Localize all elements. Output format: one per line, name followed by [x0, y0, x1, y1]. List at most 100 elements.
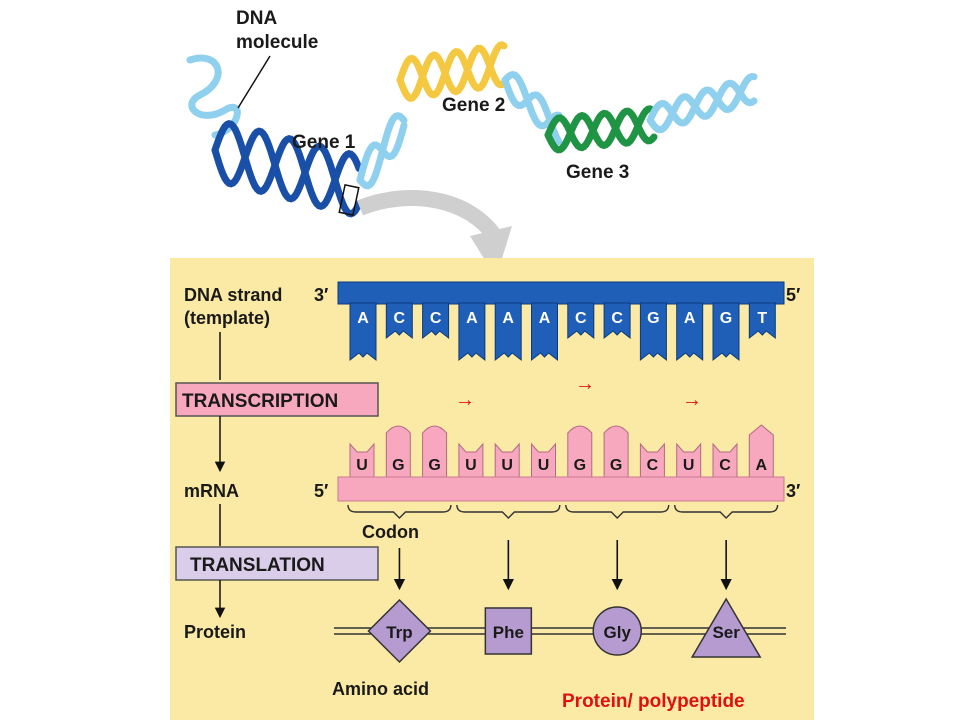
- dna-molecule-label-line1: DNA: [236, 8, 277, 29]
- dna-base-8: [603, 302, 631, 340]
- amino-acid-ser-label: Ser: [712, 623, 740, 642]
- transcription-arrows: → → →: [455, 373, 702, 411]
- dna-base-letter-4: A: [466, 310, 478, 327]
- gene2-strand-a: [396, 44, 508, 102]
- dna-base-letter-10: A: [684, 310, 696, 327]
- gene1-label: Gene 1: [292, 132, 356, 153]
- zoom-arrow-shaft: [357, 190, 503, 243]
- protein-polypeptide-label: Protein/ polypeptide: [562, 691, 745, 712]
- dna-base-9: [639, 302, 667, 362]
- dna-backbone: [337, 281, 785, 305]
- dna-base-6: [531, 302, 558, 362]
- mrna-base-3: [422, 425, 448, 479]
- mrna-base-letter-12: A: [756, 457, 768, 474]
- mrna-base-letter-3: G: [428, 457, 440, 474]
- dna-base-3: [422, 302, 450, 340]
- amino-acid-gly-label: Gly: [604, 623, 632, 642]
- gene2-strand-b: [396, 41, 508, 99]
- red-arrow-1: →: [455, 389, 475, 411]
- transcription-label: TRANSCRIPTION: [182, 391, 338, 412]
- mrna-base-letter-8: G: [610, 457, 622, 474]
- mrna-base-letter-11: C: [719, 457, 731, 474]
- amino-acids: Trp Phe Gly Ser: [367, 597, 762, 664]
- dna-base-1: [349, 302, 377, 362]
- mrna-backbone: [337, 476, 785, 502]
- translation-box: [175, 546, 379, 581]
- dna-tail-strand: [186, 54, 241, 139]
- codon-bracket-2: [456, 504, 561, 519]
- amino-acid-phe-label: Phe: [493, 623, 524, 642]
- mrna-label: mRNA: [184, 481, 239, 501]
- dna-strand-label-line2: (template): [184, 308, 270, 328]
- dna-base-letter-3: C: [430, 310, 442, 327]
- dna-base-10: [676, 302, 704, 362]
- dna-base-7: [567, 302, 595, 340]
- mrna-base-letter-2: G: [392, 457, 404, 474]
- dna-base-letter-1: A: [357, 310, 369, 327]
- right-tail-strand-a: [646, 79, 758, 134]
- dna-base-2: [385, 302, 413, 340]
- dna-base-letter-7: C: [575, 310, 587, 327]
- mrna-base-letter-10: U: [683, 457, 695, 474]
- protein-label: Protein: [184, 622, 246, 642]
- dna-molecule-overview: DNA molecule Gene 1 Gene 2 Gene 3: [186, 8, 758, 278]
- dna-molecule-pointer-line: [237, 55, 271, 109]
- mrna-base-letter-9: C: [647, 457, 659, 474]
- gene3-strand-b: [544, 105, 658, 152]
- red-arrow-3: →: [682, 389, 702, 411]
- dna-base-letter-11: G: [720, 310, 732, 327]
- mrna-strand: U G G U U U G G C U C A 5′ 3′: [314, 424, 800, 502]
- mrna-base-letter-4: U: [465, 457, 477, 474]
- mrna-base-letter-7: G: [574, 457, 586, 474]
- zoom-selection-box: [338, 183, 360, 217]
- gene3-label: Gene 3: [566, 162, 629, 183]
- mrna-base-letter-1: U: [356, 457, 368, 474]
- dna-base-letter-9: G: [647, 310, 659, 327]
- right-tail-strand-b: [646, 72, 758, 127]
- mrna-end-3prime: 3′: [786, 481, 800, 501]
- codon-label: Codon: [362, 522, 419, 542]
- zoom-arrow-head: [470, 226, 512, 278]
- dna-template-strand: 3′ 5′ A C C A A A C C G A G T: [314, 281, 800, 362]
- dna-strand-label-line1: DNA strand: [184, 285, 282, 305]
- gene2-label: Gene 2: [442, 95, 505, 116]
- dna-base-letter-8: C: [611, 310, 623, 327]
- amino-acid-label: Amino acid: [332, 679, 429, 699]
- gene1-strand-b: [211, 120, 363, 210]
- mrna-base-7: [567, 425, 593, 479]
- dna-end-5prime: 5′: [786, 285, 800, 305]
- codon-bracket-1: [347, 504, 452, 519]
- mrna-base-letter-5: U: [501, 457, 513, 474]
- amino-acid-ser-shape: [690, 597, 762, 658]
- dna-base-12: [748, 302, 776, 340]
- red-arrow-2: →: [575, 373, 595, 395]
- amino-acid-phe-shape: [484, 607, 533, 655]
- codon-bracket-4: [674, 504, 779, 519]
- dna-end-3prime: 3′: [314, 285, 328, 305]
- mrna-base-8: [603, 425, 629, 479]
- mrna-end-5prime: 5′: [314, 481, 328, 501]
- dna-base-letter-12: T: [757, 310, 767, 327]
- mrna-base-2: [385, 425, 411, 479]
- dna-base-11: [712, 302, 740, 362]
- process-flow: DNA strand (template) TRANSCRIPTION mRNA…: [175, 285, 379, 642]
- dna-base-letter-5: A: [502, 310, 514, 327]
- dna-base-5: [494, 302, 522, 362]
- codon-brackets: [347, 504, 779, 591]
- codon-bracket-3: [565, 504, 670, 519]
- dna-base-4: [458, 302, 486, 362]
- mrna-base-letter-6: U: [538, 457, 550, 474]
- dna-helix: [186, 41, 758, 218]
- amino-acid-trp-label: Trp: [386, 623, 412, 642]
- dna-base-letter-6: A: [539, 310, 551, 327]
- translation-label: TRANSLATION: [190, 555, 325, 576]
- dna-base-letter-2: C: [394, 310, 406, 327]
- amino-acid-gly-shape: [592, 606, 642, 656]
- transcription-box: [175, 382, 379, 417]
- connector-strand-b: [356, 121, 408, 184]
- amino-acid-trp-shape: [367, 598, 432, 664]
- protein-chain: Trp Phe Gly Ser: [334, 597, 786, 664]
- dna-molecule-label-line2: molecule: [236, 32, 318, 53]
